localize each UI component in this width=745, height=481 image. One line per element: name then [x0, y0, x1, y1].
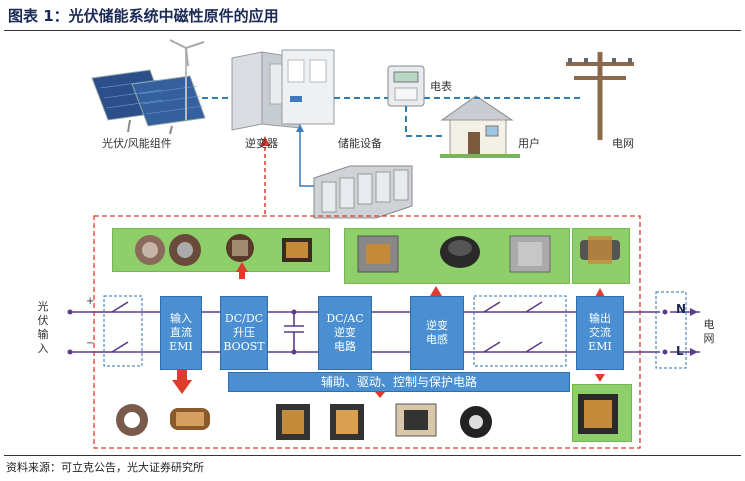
label-pv-wind: 光伏/风能组件: [102, 137, 172, 150]
component-thumbnails: [116, 234, 620, 440]
source-note: 资料来源：可立克公告，光大证券研究所: [6, 461, 204, 474]
utility-pole-illustration: [566, 52, 634, 140]
house-illustration: [440, 95, 520, 158]
title-rule: [4, 30, 741, 31]
system-boundary-frame: [93, 215, 641, 449]
block-inverter-inductor: 逆变电感: [410, 296, 464, 370]
label-l: L: [676, 344, 684, 358]
component-red-arrows: [172, 262, 605, 398]
label-meter: 电表: [430, 80, 452, 93]
figure-title: 图表 1：光伏储能系统中磁性原件的应用: [8, 7, 279, 25]
label-minus: −: [86, 338, 95, 349]
top-link-lines: [202, 97, 580, 137]
meter-illustration: [387, 65, 425, 107]
label-grid-right: 电网: [703, 318, 715, 345]
label-n: N: [676, 302, 687, 316]
dc-link-capacitor-icon: [284, 312, 304, 352]
label-grid: 电网: [612, 137, 634, 150]
inverter-cabinet-illustration: [231, 49, 335, 131]
footer-rule: [4, 455, 741, 456]
label-pv-input: 光伏 输入: [37, 300, 49, 355]
input-switch-icons: [111, 301, 129, 353]
solar-wind-illustration: [91, 39, 206, 135]
bus-terminals: [67, 308, 698, 356]
connector-arrow-icon: [296, 124, 304, 132]
input-switch-box: [103, 295, 143, 367]
output-switch-icons: [483, 301, 543, 353]
output-switch-box: [473, 295, 567, 367]
inverter-pointer-arrow-icon: [260, 136, 270, 146]
inverter-storage-connector: [299, 128, 314, 187]
grid-terminal-box: [655, 291, 687, 369]
label-user: 用户: [518, 137, 540, 150]
label-inverter: 逆变器: [245, 137, 278, 150]
label-plus: +: [86, 296, 95, 307]
block-aux-control: 辅助、驱动、控制与保护电路: [228, 372, 570, 392]
storage-battery-illustration: [313, 165, 413, 219]
label-storage: 储能设备: [338, 137, 382, 150]
